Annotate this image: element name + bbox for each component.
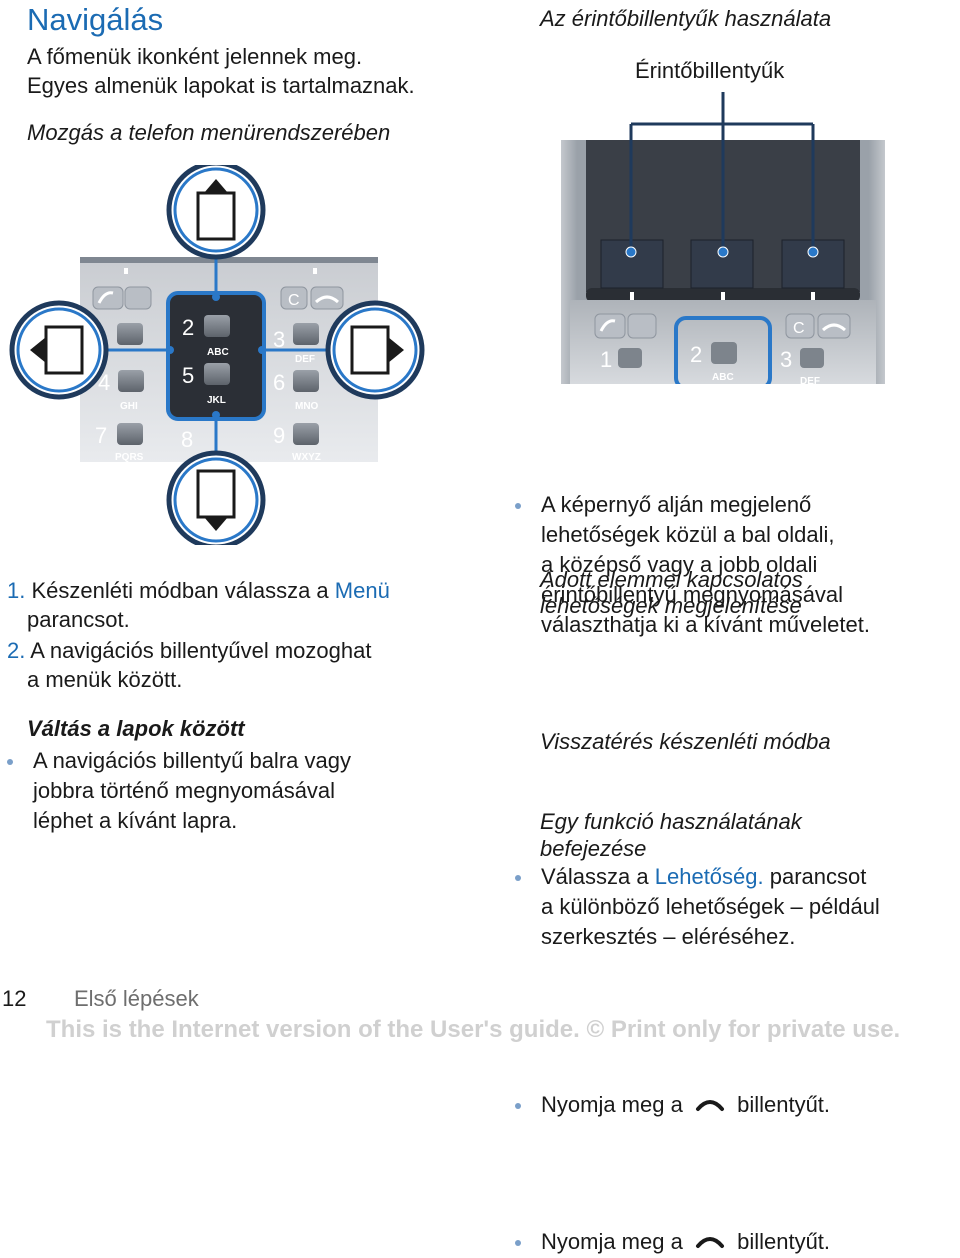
key-4-letters: GHI	[120, 401, 138, 412]
key-6-label: 6	[273, 370, 285, 395]
navigation-key-illustration: C 3 DEF 4 GHI 6 MNO 7 PQRS 8 9 WXYZ 2 AB…	[9, 165, 425, 545]
softkeys-line-1: A képernyő alján megjelenő	[541, 492, 812, 517]
options-bullet: Válassza a Lehetőség. parancsot a különb…	[515, 862, 960, 952]
shortcut-key	[124, 286, 152, 310]
page-title: Navigálás	[27, 2, 164, 37]
softkeys-illustration: C 1 2 ABC 3 DEF	[561, 92, 885, 384]
options-line-1: Válassza a Lehetőség. parancsot	[541, 862, 960, 892]
key-5-letters: JKL	[207, 395, 226, 406]
end-post: billentyűt.	[737, 1229, 831, 1255]
clear-key	[280, 286, 308, 310]
key-9-label: 9	[273, 423, 285, 448]
options-line-2: a különböző lehetőségek – például	[541, 894, 880, 919]
end-pre: Nyomja meg a	[541, 1229, 683, 1255]
options-pre: Válassza a	[541, 864, 649, 889]
step-1-line-2: parancsot.	[27, 607, 130, 632]
softkeys-line-4: érintőbillentyű megnyomásával	[541, 582, 844, 607]
call-key-2	[594, 313, 626, 339]
key-3-letters: DEF	[295, 354, 315, 365]
key-3-label-2: 3	[780, 347, 792, 372]
key-2-letters-2: ABC	[712, 372, 734, 383]
bullet-icon	[515, 1240, 521, 1247]
step-2-text: A navigációs billentyűvel mozoghat	[30, 638, 372, 663]
softkeys-line-5: választhatja ki a kívánt műveletet.	[541, 612, 870, 637]
end-heading-line-1: Egy funkció használatának	[540, 809, 802, 834]
options-post: parancsot	[769, 864, 867, 889]
bullet-icon	[515, 503, 521, 509]
key-6-letters: MNO	[295, 401, 319, 412]
tabs-line-2: jobbra történő megnyomásával	[33, 778, 336, 803]
key-8-label: 8	[181, 427, 193, 452]
standby-pre: Nyomja meg a	[541, 1092, 683, 1117]
bullet-icon	[7, 759, 13, 765]
section-subtitle: Mozgás a telefon menürendszerében	[27, 120, 391, 145]
softkeys-figure-caption: Érintőbillentyűk	[635, 58, 785, 83]
options-heading: Adott elemmel kapcsolatos lehetőségek me…	[540, 567, 803, 619]
menu-link[interactable]: Menü	[334, 578, 390, 603]
softkeys-line-2: lehetőségek közül a bal oldali,	[541, 522, 835, 547]
options-link[interactable]: Lehetőség.	[654, 864, 764, 889]
end-heading: Egy funkció használatának befejezése	[540, 808, 802, 862]
step-1-number: 1.	[7, 578, 26, 603]
tabs-line-1: A navigációs billentyű balra vagy	[33, 748, 351, 773]
intro-line-2: Egyes almenük lapokat is tartalmaznak.	[27, 73, 415, 98]
navigate-down-icon	[166, 450, 266, 545]
key-3-letters-2: DEF	[800, 376, 820, 384]
softkeys-heading: Az érintőbillentyűk használata	[540, 6, 832, 31]
left-softkey	[600, 239, 664, 289]
step-2-line-2: a menük között.	[27, 667, 183, 692]
end-call-icon	[695, 1228, 725, 1258]
standby-heading: Visszatérés készenléti módba	[540, 729, 831, 754]
key-1-label: 1	[600, 347, 612, 372]
step-2-number: 2.	[7, 638, 26, 663]
tabs-heading: Váltás a lapok között	[27, 716, 245, 741]
navigate-up-icon	[166, 165, 266, 260]
intro-line-1: A főmenük ikonként jelennek meg.	[27, 44, 363, 69]
bullet-icon	[515, 1103, 521, 1109]
options-heading-line-1: Adott elemmel kapcsolatos	[540, 567, 803, 592]
step-1: 1. Készenléti módban válassza a Menü	[7, 576, 390, 606]
tabs-line-3: léphet a kívánt lapra.	[33, 808, 238, 833]
step-2: 2. A navigációs billentyűvel mozoghat	[7, 636, 371, 666]
step-1-text: Készenléti módban válassza a	[31, 578, 329, 603]
key-7-letters: PQRS	[115, 452, 144, 463]
navigate-left-icon	[9, 300, 109, 400]
section-name: Első lépések	[74, 986, 199, 1011]
standby-bullet: Nyomja meg a billentyűt.	[515, 1090, 960, 1121]
end-call-icon	[695, 1091, 725, 1121]
options-heading-line-2: lehetőségek megjelenítése	[540, 593, 802, 618]
end-bullet: Nyomja meg a billentyűt.	[515, 1227, 960, 1258]
key-5-label: 5	[182, 363, 194, 388]
key-4-label: 4	[98, 370, 110, 395]
clear-key-label: C	[288, 292, 300, 309]
key-2-letters: ABC	[207, 347, 229, 358]
watermark: This is the Internet version of the User…	[46, 1016, 901, 1043]
tabs-bullet: A navigációs billentyű balra vagy jobbra…	[7, 746, 960, 836]
clear-key-label-2: C	[793, 320, 805, 337]
key-3-label: 3	[273, 327, 285, 352]
navigate-right-icon	[325, 300, 425, 400]
standby-post: billentyűt.	[737, 1092, 831, 1117]
softkeys-line-3: a középső vagy a jobb oldali	[541, 552, 818, 577]
key-2-label: 2	[182, 315, 194, 340]
end-heading-line-2: befejezése	[540, 836, 647, 861]
key-2-label-2: 2	[690, 342, 702, 367]
call-key	[92, 286, 124, 310]
options-line-3: szerkesztés – eléréséhez.	[541, 924, 796, 949]
key-9-letters: WXYZ	[292, 452, 321, 463]
key-7-label: 7	[95, 423, 107, 448]
bullet-icon	[515, 875, 521, 881]
softkeys-bullet: A képernyő alján megjelenő lehetőségek k…	[515, 490, 960, 640]
page-number: 12	[2, 986, 27, 1011]
